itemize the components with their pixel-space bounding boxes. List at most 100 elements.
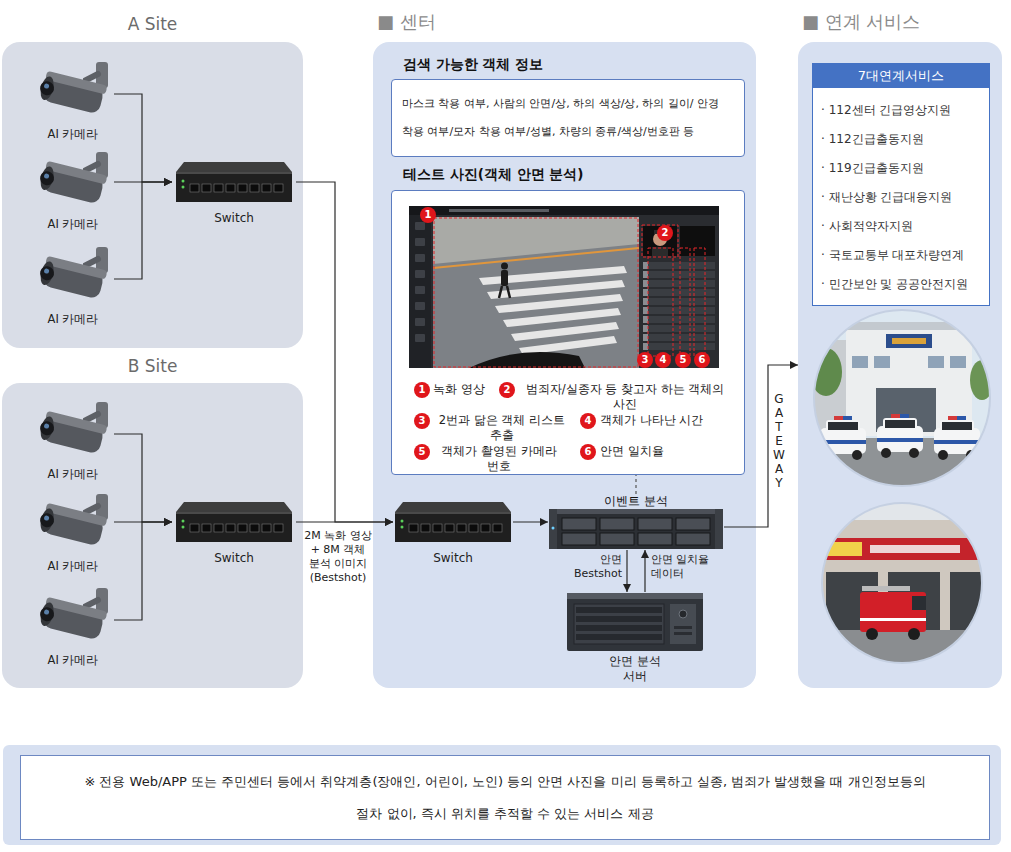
- legend-text: 안면 일치율: [600, 444, 720, 459]
- connector: [296, 182, 393, 526]
- note-band: [3, 745, 1001, 845]
- police-station-photo: [820, 416, 866, 460]
- camera-icon: [32, 490, 114, 556]
- tower-server-icon: [674, 626, 692, 629]
- photo-frame: [822, 503, 982, 663]
- ai-camera: AI 카메라: [32, 58, 114, 148]
- camera-icon: [32, 148, 114, 214]
- camera-icon: [38, 165, 55, 191]
- switch-icon: [202, 524, 211, 532]
- service-item: · 재난상황 긴급대응지원: [813, 183, 989, 212]
- tower-server-icon: [566, 592, 704, 652]
- site-panel-background: [2, 42, 303, 688]
- label-holder: 3: [414, 413, 430, 429]
- screenshot-illustration: [643, 262, 715, 269]
- label-holder: 5: [675, 352, 691, 368]
- device-label: AI 카메라: [32, 311, 114, 327]
- ai-camera: AI 카메라: [32, 243, 114, 335]
- screenshot-illustration: [643, 280, 648, 287]
- site-panel: A SiteAI 카메라AI 카메라AI 카메라Switch: [2, 10, 303, 348]
- switch-icon: [493, 524, 502, 532]
- camera-icon: [34, 398, 112, 464]
- connector: [114, 94, 172, 186]
- camera-icon: [38, 415, 55, 441]
- label-holder: 5: [414, 444, 430, 460]
- camera-icon: [39, 80, 56, 97]
- switch-icon: [214, 184, 223, 192]
- screenshot-illustration: [643, 289, 648, 296]
- fire-station-photo: [866, 628, 878, 640]
- callout-number: 1: [420, 207, 436, 223]
- connector: [296, 518, 393, 526]
- note-box: ※ 전용 Web/APP 또는 주민센터 등에서 취약계층(장애인, 어린이, …: [20, 755, 990, 840]
- fire-station-photo: [908, 628, 920, 640]
- camera-icon: [37, 70, 107, 115]
- rack-server-icon: [549, 509, 557, 549]
- panel-heading: A Site: [2, 10, 303, 38]
- screenshot-illustration: [433, 217, 639, 368]
- edge-label-holder: 안면 Bestshot: [558, 553, 622, 581]
- switch-icon: [176, 172, 292, 202]
- tower-server-icon: [574, 604, 664, 644]
- camera-icon: [32, 243, 114, 309]
- tower-server-icon: [566, 592, 704, 652]
- fire-station-photo: [860, 618, 926, 621]
- switch-icon: [395, 502, 511, 512]
- switch-icon: [433, 524, 442, 532]
- switch-icon: [395, 512, 511, 514]
- service-list-box: 7대연계서비스· 112센터 긴급영상지원· 112긴급출동지원· 119긴급출…: [812, 63, 990, 306]
- service-item: · 119긴급출동지원: [813, 154, 989, 183]
- screenshot-illustration: [694, 248, 705, 356]
- screenshot-illustration: [415, 254, 425, 262]
- callout-number: 3: [414, 413, 430, 429]
- rack-server-icon: [676, 518, 710, 530]
- switch-icon: [226, 184, 235, 192]
- device-label: AI 카메라: [32, 652, 114, 668]
- service-panel-background: [798, 42, 1002, 688]
- camera-icon: [38, 601, 55, 627]
- box-heading: 검색 가능한 객체 정보: [391, 52, 745, 79]
- connector: [636, 475, 637, 494]
- police-station-photo: [810, 306, 994, 490]
- panel-heading: B Site: [2, 352, 303, 380]
- camera-icon: [37, 160, 107, 205]
- screenshot-illustration: [409, 206, 719, 368]
- network-switch: Switch: [172, 160, 296, 232]
- legend-text: 2번과 닮은 객체 리스트 추출: [432, 413, 572, 443]
- screenshot-illustration: [648, 248, 673, 356]
- label-holder: 2번과 닮은 객체 리스트 추출: [432, 413, 572, 443]
- screenshot-illustration: [643, 343, 715, 350]
- switch-icon: [182, 186, 185, 189]
- label-holder: 4: [655, 352, 671, 368]
- screenshot-illustration: [643, 289, 715, 296]
- camera-icon: [32, 58, 114, 124]
- screenshot-illustration: [415, 270, 425, 278]
- connector-line: [114, 434, 172, 522]
- label-holder: 1: [414, 382, 430, 398]
- switch-icon: [190, 524, 199, 532]
- switch-icon: [190, 184, 199, 192]
- camera-icon: [44, 609, 50, 615]
- panel-heading: ■ 센터: [373, 8, 756, 36]
- arrow-head: [164, 178, 172, 186]
- callout-number: 1: [414, 382, 430, 398]
- camera-icon: [39, 170, 56, 187]
- site-panel: ■ 센터검색 가능한 객체 정보마스크 착용 여부, 사람의 안면/상, 하의 …: [373, 8, 756, 688]
- tower-server-icon: [670, 604, 696, 644]
- switch-icon: [262, 184, 271, 192]
- callout-number: 5: [675, 352, 691, 368]
- screenshot-illustration: [415, 286, 425, 294]
- arrow-head: [164, 178, 172, 186]
- rack-server-icon: [600, 518, 634, 530]
- rack-server-icon: [552, 527, 555, 530]
- switch-icon: [214, 524, 223, 532]
- screenshot-illustration: [643, 325, 648, 332]
- camera-icon: [45, 597, 107, 621]
- screenshot-illustration: [449, 209, 549, 212]
- screenshot-illustration: [680, 226, 715, 256]
- note-band: [3, 745, 1001, 845]
- camera-icon: [37, 502, 107, 547]
- camera-icon: [34, 584, 112, 650]
- rack-server-icon: [548, 508, 724, 550]
- fire-station-photo: [912, 596, 926, 610]
